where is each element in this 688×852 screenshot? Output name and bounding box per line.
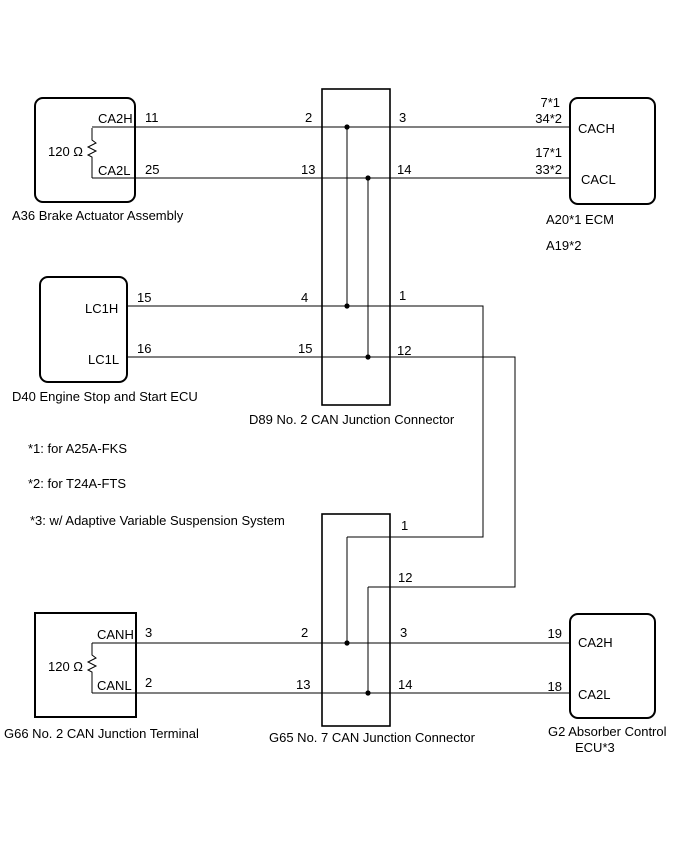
ecm-pin-number-high-a: 7*1 — [540, 95, 560, 110]
g65-pin-3: 3 — [400, 625, 407, 640]
d89-caption: D89 No. 2 CAN Junction Connector — [249, 412, 455, 427]
g66-pin-canl: CANL — [97, 678, 132, 693]
a36-resistor-symbol — [86, 128, 98, 178]
g2-caption-line1: G2 Absorber Control — [548, 724, 667, 739]
g66-resistor-symbol — [86, 643, 98, 693]
g2-caption-line2: ECU*3 — [575, 740, 615, 755]
d89-pin-1: 1 — [399, 288, 406, 303]
g65-pin-13: 13 — [296, 677, 310, 692]
g2-pin-number-low: 18 — [548, 679, 562, 694]
d89-pin-13: 13 — [301, 162, 315, 177]
wire-d89-to-g65-high — [347, 305, 484, 538]
g65-pin-1: 1 — [401, 518, 408, 533]
ecm-caption-line2: A19*2 — [546, 238, 581, 253]
g65-caption: G65 No. 7 CAN Junction Connector — [269, 730, 476, 745]
d89-pin-14: 14 — [397, 162, 411, 177]
g66-resistor-value: 120 Ω — [48, 659, 83, 674]
g65-pin-2: 2 — [301, 625, 308, 640]
g66-pin-canh: CANH — [97, 627, 134, 642]
g66-caption: G66 No. 2 CAN Junction Terminal — [4, 726, 199, 741]
note-2: *2: for T24A-FTS — [28, 476, 126, 491]
g2-pin-ca2h: CA2H — [578, 635, 613, 650]
d89-connector-box — [321, 88, 391, 406]
a36-caption: A36 Brake Actuator Assembly — [12, 208, 184, 223]
a36-component-box — [34, 97, 136, 203]
d89-splice-high-top — [344, 124, 350, 130]
g65-connector-box — [321, 513, 391, 727]
g65-splice-high — [344, 640, 350, 646]
ecm-pin-cacl: CACL — [581, 172, 616, 187]
g65-pin-12: 12 — [398, 570, 412, 585]
a36-pin-number-high: 11 — [145, 110, 159, 125]
g2-component-box — [569, 613, 656, 719]
a36-resistor-value: 120 Ω — [48, 144, 83, 159]
g66-pin-number-low: 2 — [145, 675, 152, 690]
ecm-pin-cach: CACH — [578, 121, 615, 136]
d40-pin-number-low: 16 — [137, 341, 151, 356]
g66-pin-number-high: 3 — [145, 625, 152, 640]
d40-pin-lc1l: LC1L — [88, 352, 119, 367]
a36-pin-ca2l: CA2L — [98, 163, 131, 178]
g65-pin-14: 14 — [398, 677, 412, 692]
d89-pin-2: 2 — [305, 110, 312, 125]
d89-pin-12: 12 — [397, 343, 411, 358]
d89-pin-4: 4 — [301, 290, 308, 305]
note-3: *3: w/ Adaptive Variable Suspension Syst… — [30, 513, 285, 528]
g2-pin-ca2l: CA2L — [578, 687, 611, 702]
d89-pin-15: 15 — [298, 341, 312, 356]
g65-splice-low — [365, 690, 371, 696]
ecm-component-box — [569, 97, 656, 205]
d89-pin-3: 3 — [399, 110, 406, 125]
g66-component-box — [34, 612, 137, 718]
a36-pin-number-low: 25 — [145, 162, 159, 177]
note-1: *1: for A25A-FKS — [28, 441, 127, 456]
d89-splice-low-top — [365, 175, 371, 181]
ecm-pin-number-high-b: 34*2 — [535, 111, 562, 126]
a36-pin-ca2h: CA2H — [98, 111, 133, 126]
d40-component-box — [39, 276, 128, 383]
ecm-pin-number-low-b: 33*2 — [535, 162, 562, 177]
g2-pin-number-high: 19 — [548, 626, 562, 641]
d40-pin-number-high: 15 — [137, 290, 151, 305]
ecm-caption-line1: A20*1 ECM — [546, 212, 614, 227]
ecm-pin-number-low-a: 17*1 — [535, 145, 562, 160]
d40-caption: D40 Engine Stop and Start ECU — [12, 389, 198, 404]
wire-d89-to-g65-low — [368, 356, 516, 588]
d40-pin-lc1h: LC1H — [85, 301, 118, 316]
